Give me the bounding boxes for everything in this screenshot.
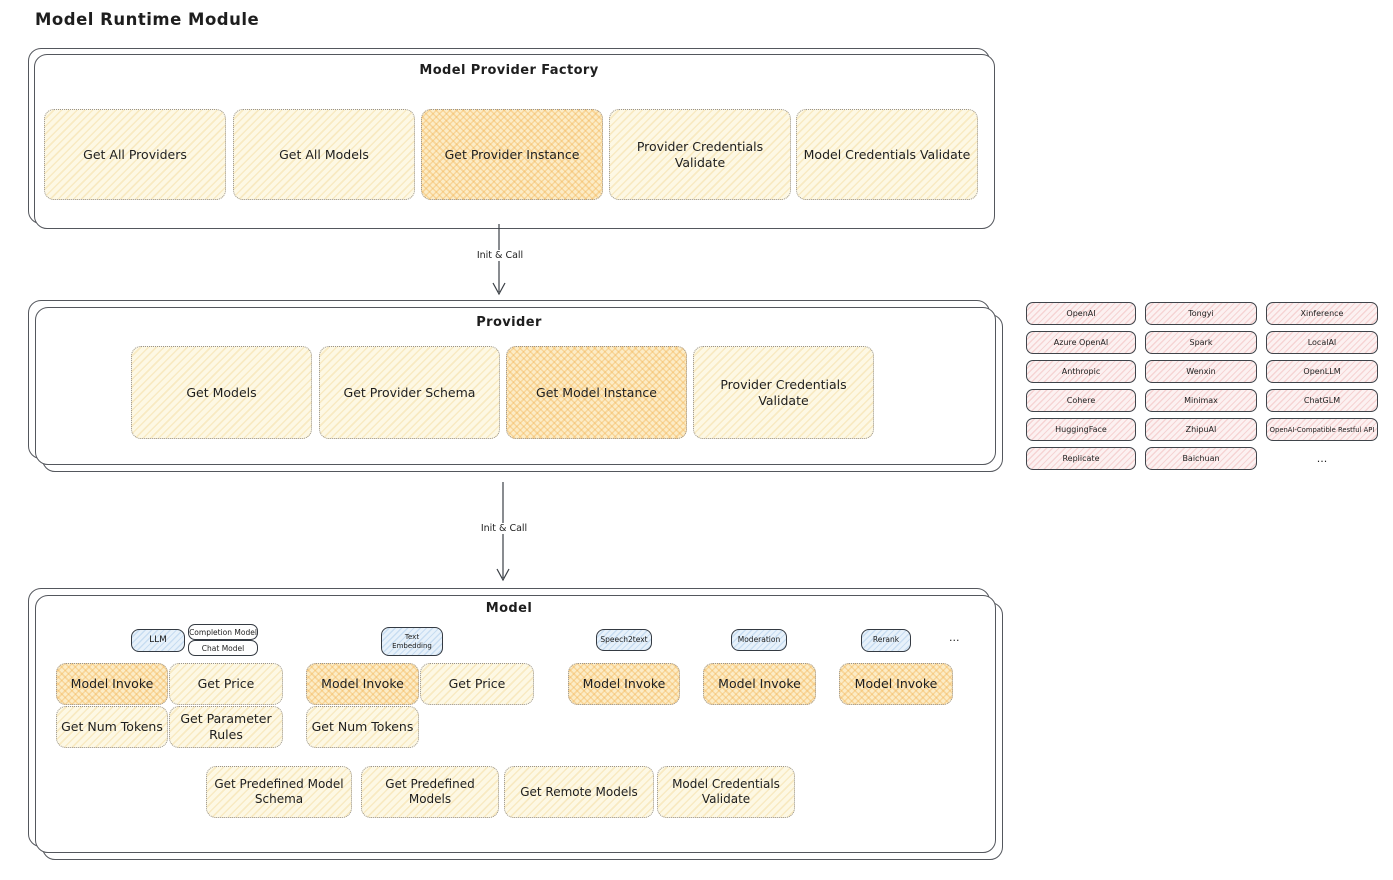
provider-chip-tongyi: Tongyi — [1145, 302, 1257, 325]
provider-panel-title: Provider — [476, 315, 542, 330]
embedding-get-num-tokens-box: Get Num Tokens — [306, 706, 419, 748]
provider-chip-spark: Spark — [1145, 331, 1257, 354]
tab-text-embedding: Text Embedding — [381, 627, 443, 656]
moderation-model-invoke-box: Model Invoke — [703, 663, 816, 705]
providers-grid: OpenAI Tongyi Xinference Azure OpenAI Sp… — [1026, 302, 1378, 470]
provider-get-provider-schema-box: Get Provider Schema — [319, 346, 500, 439]
tab-moderation: Moderation — [731, 629, 787, 651]
provider-get-model-instance-box: Get Model Instance — [506, 346, 687, 439]
factory-get-provider-instance-box: Get Provider Instance — [421, 109, 603, 200]
provider-chip-openai-compatible: OpenAI-Compatible Restful API — [1266, 418, 1378, 441]
tab-llm: LLM — [131, 629, 185, 652]
init-call-label-1: Init & Call — [473, 250, 527, 261]
provider-credentials-validate-box: Provider Credentials Validate — [693, 346, 874, 439]
model-credentials-validate-box: Model Credentials Validate — [657, 766, 795, 818]
provider-chip-openai: OpenAI — [1026, 302, 1136, 325]
model-panel: Model LLM Completion Model Chat Model Te… — [28, 588, 1003, 860]
model-panel-title: Model — [485, 601, 533, 616]
provider-chip-baichuan: Baichuan — [1145, 447, 1257, 470]
provider-chip-replicate: Replicate — [1026, 447, 1136, 470]
embedding-get-price-box: Get Price — [420, 663, 534, 705]
provider-chip-zhipuai: ZhipuAI — [1145, 418, 1257, 441]
factory-get-all-models-box: Get All Models — [233, 109, 415, 200]
provider-chip-minimax: Minimax — [1145, 389, 1257, 412]
get-remote-models-box: Get Remote Models — [504, 766, 654, 818]
factory-panel-title: Model Provider Factory — [419, 63, 599, 78]
tabs-more-ellipsis: ... — [949, 631, 960, 644]
providers-more-ellipsis: ... — [1316, 452, 1328, 465]
factory-panel: Model Provider Factory Get All Providers… — [28, 48, 995, 229]
provider-chip-anthropic: Anthropic — [1026, 360, 1136, 383]
provider-chip-localai: LocalAI — [1266, 331, 1378, 354]
factory-get-all-providers-box: Get All Providers — [44, 109, 226, 200]
llm-model-invoke-box: Model Invoke — [56, 663, 168, 705]
tab-speech2text: Speech2text — [596, 629, 652, 651]
get-predefined-model-schema-box: Get Predefined Model Schema — [206, 766, 352, 818]
provider-chip-wenxin: Wenxin — [1145, 360, 1257, 383]
factory-model-credentials-validate-box: Model Credentials Validate — [796, 109, 978, 200]
provider-chip-openllm: OpenLLM — [1266, 360, 1378, 383]
provider-chip-xinference: Xinference — [1266, 302, 1378, 325]
factory-provider-credentials-validate-box: Provider Credentials Validate — [609, 109, 791, 200]
init-call-arrow-1: Init & Call — [473, 224, 527, 296]
provider-chip-azure-openai: Azure OpenAI — [1026, 331, 1136, 354]
llm-get-num-tokens-box: Get Num Tokens — [56, 706, 168, 748]
diagram-title: Model Runtime Module — [35, 10, 260, 29]
init-call-arrow-2: Init & Call — [477, 482, 531, 582]
tab-completion-model: Completion Model — [188, 624, 258, 640]
provider-chip-huggingface: HuggingFace — [1026, 418, 1136, 441]
provider-chip-chatglm: ChatGLM — [1266, 389, 1378, 412]
provider-chip-cohere: Cohere — [1026, 389, 1136, 412]
tab-rerank: Rerank — [861, 629, 911, 652]
tab-chat-model: Chat Model — [188, 640, 258, 656]
get-predefined-models-box: Get Predefined Models — [361, 766, 499, 818]
speech2text-model-invoke-box: Model Invoke — [568, 663, 680, 705]
provider-get-models-box: Get Models — [131, 346, 312, 439]
provider-panel: Provider Get Models Get Provider Schema … — [28, 300, 1003, 472]
init-call-label-2: Init & Call — [477, 523, 531, 534]
llm-get-parameter-rules-box: Get Parameter Rules — [169, 706, 283, 748]
embedding-model-invoke-box: Model Invoke — [306, 663, 419, 705]
rerank-model-invoke-box: Model Invoke — [839, 663, 953, 705]
llm-get-price-box: Get Price — [169, 663, 283, 705]
